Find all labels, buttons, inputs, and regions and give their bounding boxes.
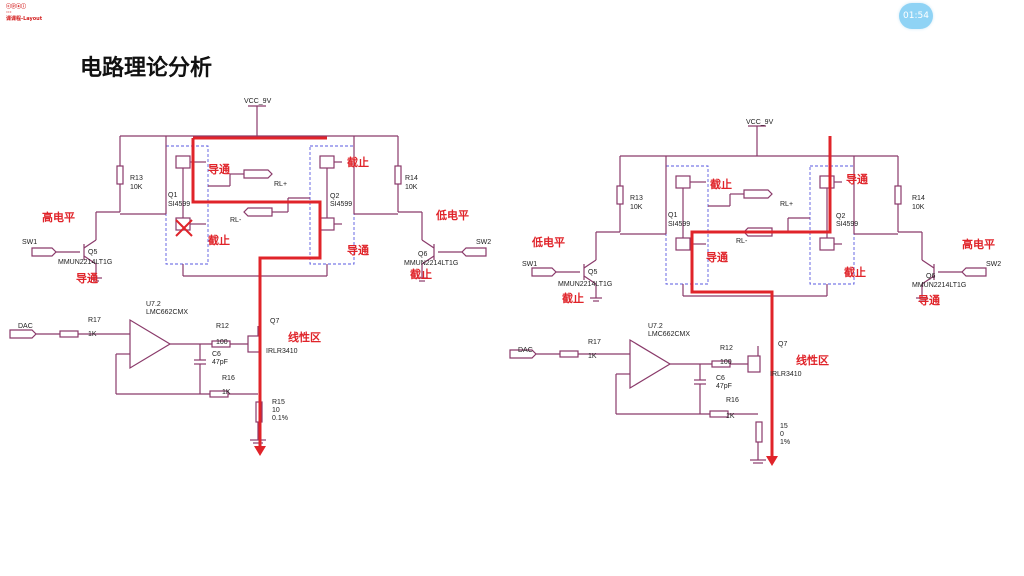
label-left-a_sw2: 低电平 xyxy=(435,208,469,222)
label-right-r14v: 10K xyxy=(912,204,925,211)
label-left-r12: R12 xyxy=(216,323,229,330)
label-left-a_q7: 线性区 xyxy=(288,330,321,344)
label-right-dac: DAC xyxy=(518,347,533,354)
label-left-r15t: 0.1% xyxy=(272,415,288,422)
timer-badge[interactable]: 01:54 xyxy=(899,3,933,29)
label-left-q7: Q7 xyxy=(270,318,279,325)
label-right-r13v: 10K xyxy=(630,204,643,211)
circuit-left xyxy=(9,105,487,456)
label-left-r15: R15 xyxy=(272,399,285,406)
label-left-q1v: SI4599 xyxy=(168,201,190,208)
label-right-r14: R14 xyxy=(912,195,925,202)
arrow-icon xyxy=(766,456,778,466)
label-left-r14: R14 xyxy=(405,175,418,182)
label-right-r15: 15 xyxy=(780,423,788,430)
label-right-a_q5: 截止 xyxy=(562,291,584,305)
label-left-dac: DAC xyxy=(18,323,33,330)
label-right-q6: Q6 xyxy=(926,273,935,280)
circuit-right xyxy=(509,125,987,466)
label-right-r15v: 0 xyxy=(780,431,784,438)
label-left-q5v: MMUN2214LT1G xyxy=(58,259,112,266)
label-right-vcc: VCC_9V xyxy=(746,119,774,126)
label-right-r15t: 1% xyxy=(780,439,790,446)
label-right-a_q7: 线性区 xyxy=(796,353,829,367)
current-path-left xyxy=(191,138,322,446)
label-left-r14v: 10K xyxy=(405,184,418,191)
label-right-a_sw2: 高电平 xyxy=(962,237,995,251)
label-left-r16: R16 xyxy=(222,375,235,382)
label-left-q7v: IRLR3410 xyxy=(266,348,298,355)
label-left-sw2: SW2 xyxy=(476,239,491,246)
label-left-r13: R13 xyxy=(130,175,143,182)
label-left-u7: U7.2 xyxy=(146,301,161,308)
label-left-q5: Q5 xyxy=(88,249,97,256)
label-left-q1: Q1 xyxy=(168,192,177,199)
label-right-u7v: LMC662CMX xyxy=(648,331,690,338)
label-left-r17: R17 xyxy=(88,317,101,324)
label-left-a_sw1: 高电平 xyxy=(42,210,75,224)
label-logo-line2: ··· xyxy=(6,10,12,16)
label-right-u7: U7.2 xyxy=(648,323,663,330)
label-left-r12v: 100 xyxy=(216,339,228,346)
label-left-rlm: RL- xyxy=(230,217,242,224)
label-right-a_q2b: 截止 xyxy=(844,265,866,279)
label-right-sw1: SW1 xyxy=(522,261,537,268)
label-right-rlp: RL+ xyxy=(780,201,793,208)
arrow-icon xyxy=(254,446,266,456)
label-logo-line1: ⓒⓟⓐⓘ xyxy=(6,4,27,10)
label-left-q6v: MMUN2214LT1G xyxy=(404,260,458,267)
label-left-q2v: SI4599 xyxy=(330,201,352,208)
label-left-a_q1: 导通 xyxy=(208,163,230,176)
label-left-q6: Q6 xyxy=(418,251,427,258)
label-right-a_q1: 截止 xyxy=(710,177,732,191)
label-right-q1v: SI4599 xyxy=(668,221,690,228)
label-left-r17v: 1K xyxy=(88,331,97,338)
label-left-sw1: SW1 xyxy=(22,239,37,246)
label-right-a_q2: 导通 xyxy=(846,173,868,186)
label-right-a_sw1: 低电平 xyxy=(531,235,565,249)
label-right-q2v: SI4599 xyxy=(836,221,858,228)
label-left-u7v: LMC662CMX xyxy=(146,309,188,316)
label-left-a_q5: 导通 xyxy=(76,272,98,285)
label-right-c6: C6 xyxy=(716,375,725,382)
label-left-a_q1b: 截止 xyxy=(208,233,230,247)
label-left-r15v: 10 xyxy=(272,407,280,414)
label-left-vcc: VCC_9V xyxy=(244,98,272,105)
label-right-r16: R16 xyxy=(726,397,739,404)
label-right-r12v: 100 xyxy=(720,359,732,366)
page-title: 电路理论分析 xyxy=(80,56,213,81)
label-left-q2: Q2 xyxy=(330,193,339,200)
label-left-r16v: 1K xyxy=(222,389,231,396)
logo: ⓒⓟⓐⓘ ··· 课课程-Layout xyxy=(6,4,46,26)
label-right-a_q1b: 导通 xyxy=(706,251,728,264)
label-right-q7: Q7 xyxy=(778,341,787,348)
label-right-q5: Q5 xyxy=(588,269,597,276)
label-left-a_q2: 截止 xyxy=(347,155,369,169)
label-left-rlp: RL+ xyxy=(274,181,287,188)
label-right-r16v: 1K xyxy=(726,413,735,420)
label-right-c6v: 47pF xyxy=(716,383,732,390)
label-left-r13v: 10K xyxy=(130,184,143,191)
label-right-sw2: SW2 xyxy=(986,261,1001,268)
label-right-q1: Q1 xyxy=(668,212,677,219)
label-left-c6: C6 xyxy=(212,351,221,358)
label-right-r17: R17 xyxy=(588,339,601,346)
label-right-rlm: RL- xyxy=(736,238,748,245)
label-left-a_q6: 截止 xyxy=(410,267,432,281)
label-left-a_q2b: 导通 xyxy=(347,244,369,257)
label-right-q7v: IRLR3410 xyxy=(770,371,802,378)
label-logo-line3: 课课程-Layout xyxy=(6,16,43,22)
current-path-right xyxy=(690,136,832,456)
label-right-a_q6: 导通 xyxy=(918,294,940,307)
label-right-r17v: 1K xyxy=(588,353,597,360)
label-right-r13: R13 xyxy=(630,195,643,202)
label-right-q5v: MMUN2214LT1G xyxy=(558,281,612,288)
label-right-r12: R12 xyxy=(720,345,733,352)
label-left-c6v: 47pF xyxy=(212,359,228,366)
label-right-q6v: MMUN2214LT1G xyxy=(912,282,966,289)
label-right-q2: Q2 xyxy=(836,213,845,220)
